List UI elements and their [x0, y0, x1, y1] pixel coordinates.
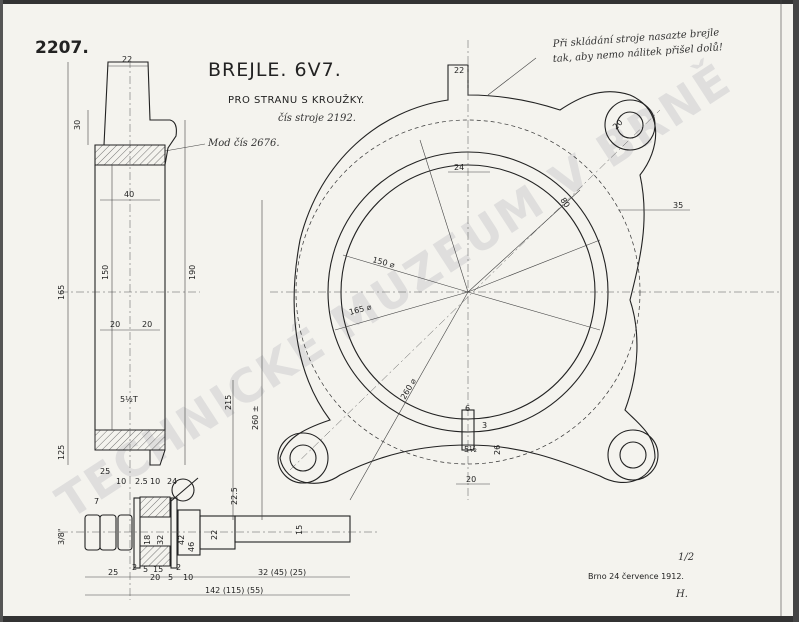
- dim-label: 22: [210, 530, 219, 540]
- dim-label: 30: [73, 120, 82, 130]
- dim-label: 125: [57, 445, 66, 460]
- drawing-number: 2207.: [35, 38, 89, 58]
- dim-label: 142 (115) (55): [205, 586, 263, 595]
- dim-label: 3: [482, 421, 487, 430]
- dim-label: 5½T: [120, 395, 138, 404]
- dimension-labels: 22 30 40 150 190 165 20 20 5½T 125 25 10…: [57, 55, 683, 595]
- dim-label: 10: [116, 477, 126, 486]
- dim-label: 2: [132, 563, 137, 572]
- dim-label: 10: [150, 477, 160, 486]
- dim-label: 18: [143, 535, 152, 545]
- drawing-subtitle: PRO STRANU S KROUŽKY.: [228, 93, 365, 106]
- dim-label: 215: [224, 395, 233, 410]
- dim-label: 3/8": [57, 528, 66, 545]
- note-leader: [487, 57, 537, 96]
- dim-label: 2.5: [135, 477, 148, 486]
- dim-label: 260 ±: [251, 405, 260, 430]
- dim-label: 6: [465, 404, 470, 413]
- arm-section-view: [60, 60, 200, 600]
- scan-edge-top: [0, 0, 799, 4]
- dim-label: 25: [108, 568, 118, 577]
- signature: H.: [675, 589, 688, 600]
- dim-label: 20: [466, 475, 476, 484]
- scan-edge-bottom: [0, 616, 799, 622]
- dim-label: 7: [94, 497, 99, 506]
- dim-label: 20: [150, 573, 160, 582]
- dim-label: 2: [176, 563, 181, 572]
- dim-label: 22: [122, 55, 132, 64]
- dim-label: 260 ⌀: [399, 377, 418, 401]
- plate-front-view: [270, 40, 780, 501]
- drawing-title: BREJLE. 6V7.: [208, 59, 342, 81]
- dim-label: 5½: [464, 445, 477, 454]
- dim-label: 20: [110, 320, 120, 329]
- dim-label: 32 (45) (25): [258, 568, 306, 577]
- place-date: Brno 24 července 1912.: [588, 571, 684, 581]
- dim-label: 26: [493, 445, 502, 455]
- dim-label: 150: [101, 265, 110, 280]
- watermark: TECHNICKÉ MUZEUM V BRNĚ: [47, 52, 741, 529]
- model-reference: Mod čís 2676.: [207, 138, 280, 149]
- dim-label: 32: [156, 535, 165, 545]
- dim-label: 10: [183, 573, 193, 582]
- dim-label: 190: [188, 265, 197, 280]
- dim-label: 46: [187, 542, 196, 552]
- dim-label: 35: [673, 201, 683, 210]
- scan-edge-left: [0, 0, 3, 622]
- machine-number: čís stroje 2192.: [278, 113, 356, 124]
- pin-assembly-view: [60, 200, 380, 596]
- dim-label: 42: [177, 535, 186, 545]
- dim-label: 5: [168, 573, 173, 582]
- dim-label: 22.5: [230, 487, 239, 505]
- dim-label: 5: [143, 565, 148, 574]
- dim-label: 24: [167, 477, 177, 486]
- scan-edge-right: [793, 0, 799, 622]
- sheet-mark: 1/2: [678, 552, 694, 563]
- dim-label: 165: [57, 285, 66, 300]
- dim-label: 22: [454, 66, 464, 75]
- dim-label: 40: [124, 190, 134, 199]
- dim-label: 24: [454, 163, 464, 172]
- dim-label: 20: [142, 320, 152, 329]
- dim-label: 15: [153, 565, 163, 574]
- dim-label: 25: [100, 467, 110, 476]
- dim-label: 15: [295, 525, 304, 535]
